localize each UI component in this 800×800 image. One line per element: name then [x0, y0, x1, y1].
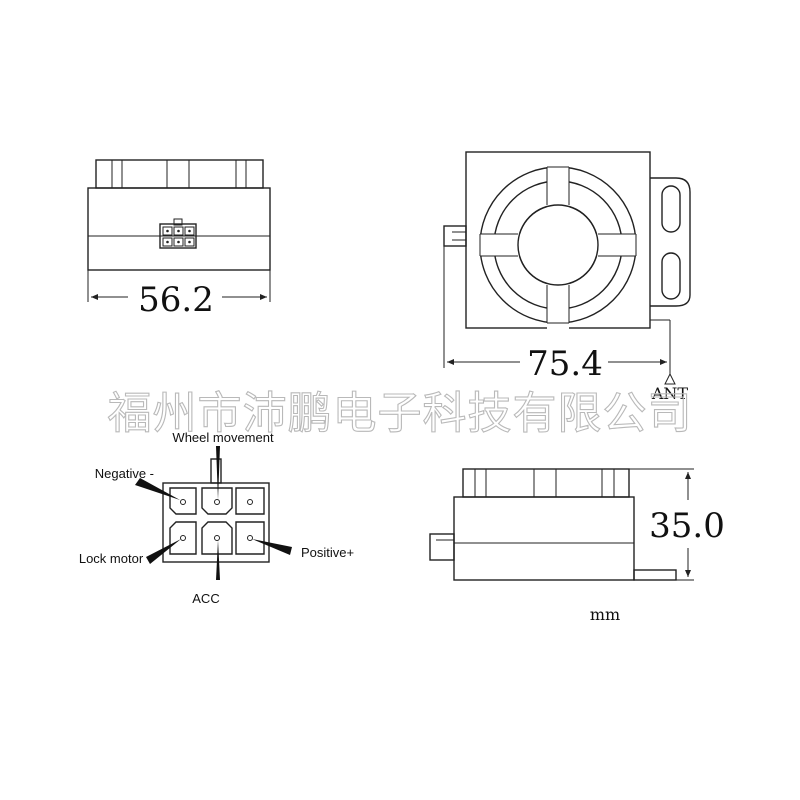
front-width-dimension: 56.2: [138, 280, 214, 320]
connector-housing: [162, 482, 270, 563]
side-view-body: [453, 496, 635, 581]
mounting-slot-upper: [661, 185, 681, 233]
connector-latch: [210, 458, 222, 484]
pin-lock-slot: [169, 521, 197, 555]
pin-label-lock-motor: Lock motor: [79, 551, 144, 566]
pin-label-negative: Negative -: [95, 466, 154, 481]
pin-positive-slot: [235, 521, 265, 555]
top-width-dimension: 75.4: [527, 344, 603, 384]
pin-label-positive: Positive+: [301, 545, 354, 560]
top-view: 75.4 ANT: [443, 151, 691, 403]
mounting-bracket: [650, 177, 691, 307]
pin-label-wheel-movement: Wheel movement: [172, 430, 274, 445]
antenna-marker: [664, 372, 676, 385]
antenna-label: ANT: [651, 384, 689, 403]
pin-label-acc: ACC: [192, 591, 219, 606]
watermark-text: 福州市沛鹏电子科技有限公司: [108, 388, 693, 439]
front-view-body: [87, 187, 271, 271]
front-view-connector: [159, 223, 197, 249]
side-tab: [443, 225, 467, 247]
side-view-tab: [429, 533, 455, 561]
front-view-cap: [95, 159, 264, 189]
pin-acc-slot: [201, 521, 233, 555]
mounting-slot-lower: [661, 252, 681, 300]
front-view: 56.2: [87, 159, 271, 320]
pin-blank-slot: [235, 487, 265, 515]
pin-wheel-slot: [201, 487, 233, 515]
connector-pinout: Wheel movement Negative - Lock motor ACC…: [79, 430, 354, 606]
side-view-bracket: [633, 569, 677, 581]
side-view-cap: [462, 468, 630, 498]
front-view-cap-tab: [166, 159, 190, 189]
unit-label: mm: [590, 605, 620, 624]
side-view-cap-tab: [533, 468, 557, 498]
pin-negative-slot: [169, 487, 197, 515]
side-view: 35.0: [429, 468, 725, 581]
side-height-dimension: 35.0: [649, 506, 725, 546]
